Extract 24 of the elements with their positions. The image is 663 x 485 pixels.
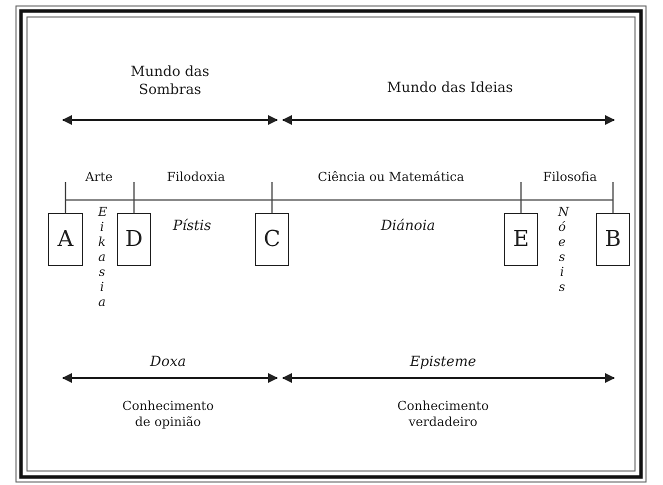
knowledge-caption: Conhecimento verdadeiro <box>396 398 490 430</box>
letter-box: E <box>504 213 538 266</box>
knowledge-heading: Doxa <box>148 354 187 372</box>
stage-label: Pístis <box>172 218 212 236</box>
letter-box: C <box>255 213 289 266</box>
segment-label: Ciência ou Matemática <box>316 169 466 185</box>
segment-label: Filodoxia <box>166 169 226 185</box>
knowledge-caption: Conhecimento de opinião <box>121 398 215 430</box>
letter-box: D <box>117 213 151 266</box>
divided-line <box>64 182 614 201</box>
connector-line <box>612 200 614 213</box>
connector-line <box>271 200 273 213</box>
connector-line <box>133 200 135 213</box>
connector-line <box>64 200 66 213</box>
segment-label: Arte <box>84 169 114 185</box>
region-heading: Mundo das Sombras <box>130 64 210 99</box>
stage-label: Diánoia <box>380 218 436 236</box>
connector-line <box>520 200 522 213</box>
region-heading: Mundo das Ideias <box>386 80 514 98</box>
letter-box: B <box>596 213 630 266</box>
segment-label: Filosofia <box>542 169 598 185</box>
letter-box: A <box>48 213 83 266</box>
knowledge-heading: Episteme <box>408 354 478 372</box>
stage-label: Eikasia <box>98 204 106 309</box>
